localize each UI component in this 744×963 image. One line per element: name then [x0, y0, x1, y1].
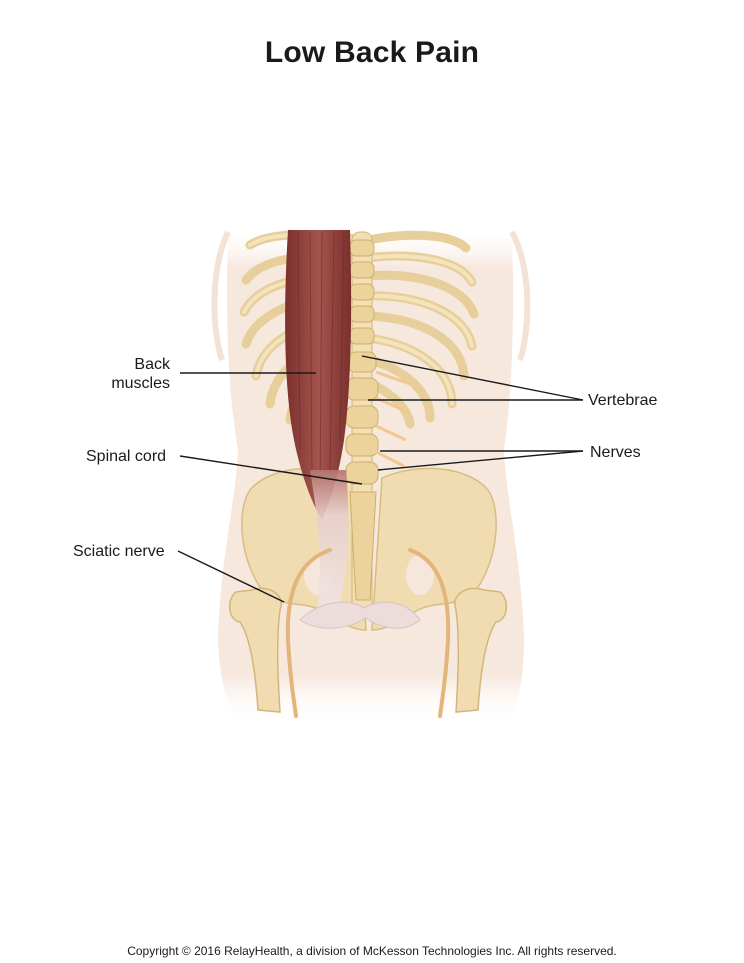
page-title: Low Back Pain: [264, 36, 480, 69]
copyright-notice: Copyright © 2016 RelayHealth, a division…: [127, 944, 617, 958]
label-sciatic-nerve: Sciatic nerve: [73, 543, 165, 560]
label-back-muscles-line1: Back: [134, 356, 170, 373]
label-back-muscles-line2: muscles: [111, 375, 170, 392]
sciatic-nerves: [285, 548, 451, 718]
femurs: [228, 587, 508, 713]
leader-nerves-lower: [377, 450, 584, 471]
label-vertebrae: Vertebrae: [588, 392, 658, 409]
leader-vertebrae-upper: [361, 355, 584, 401]
leader-spinal-cord: [179, 455, 363, 485]
label-spinal-cord: Spinal cord: [86, 448, 167, 465]
label-back-muscles: Back muscles: [96, 355, 170, 393]
leader-lines: [177, 355, 584, 603]
back-muscle: [285, 230, 421, 629]
label-nerves: Nerves: [590, 444, 641, 461]
leader-sciatic-nerve: [177, 550, 285, 603]
